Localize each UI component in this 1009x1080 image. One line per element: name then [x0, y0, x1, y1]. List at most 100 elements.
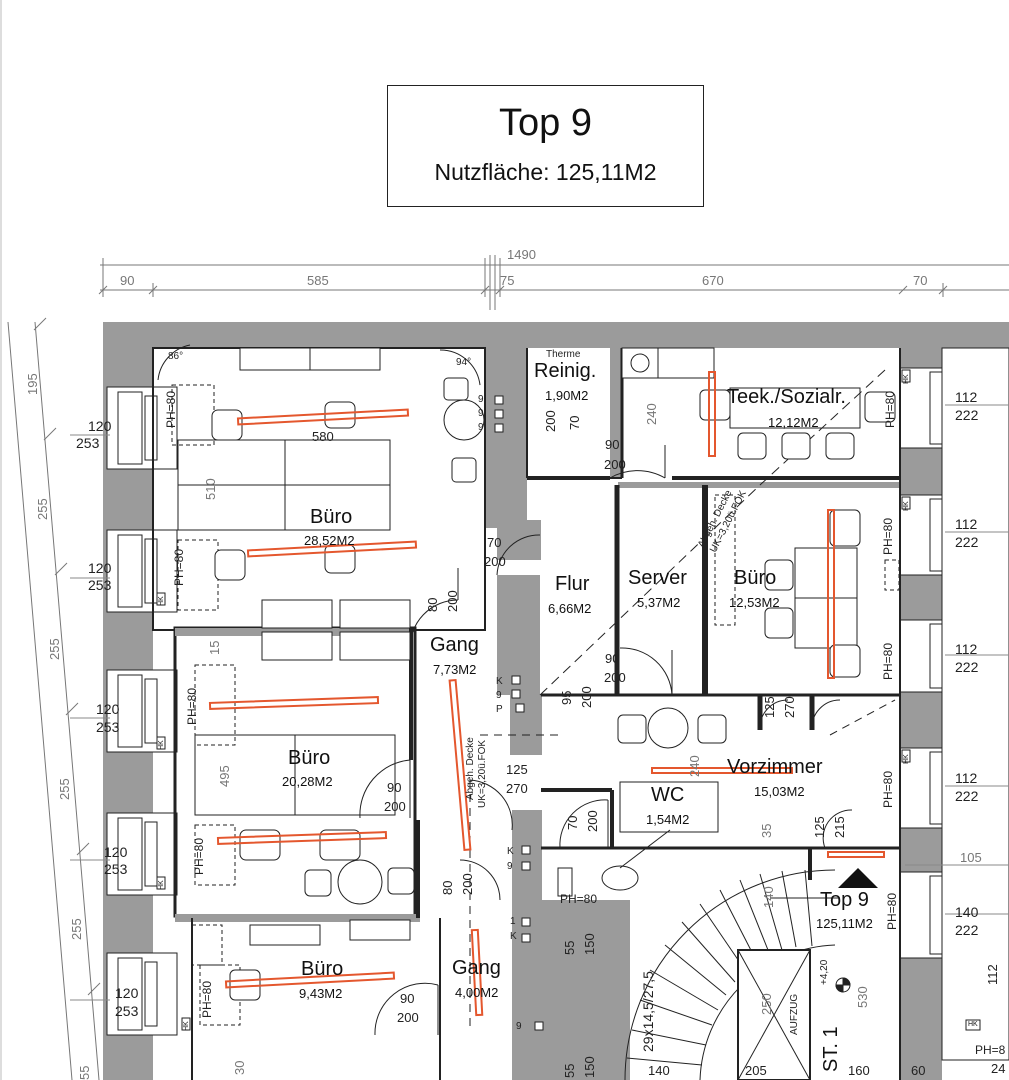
room-flur-name: Flur — [555, 573, 590, 595]
door-dim-1b: 200 — [604, 457, 626, 472]
interior-walls — [152, 347, 901, 1080]
ph-label-wc: PH=80 — [560, 892, 598, 906]
dim-top-1: 90 — [120, 273, 135, 288]
shaft-5: 9 — [516, 1021, 522, 1032]
height-label: +4,20 — [819, 959, 830, 985]
dim-left-1: 195 — [25, 373, 40, 395]
door-dim-9a: 90 — [400, 991, 415, 1006]
door-dim-6b: 200 — [604, 670, 626, 685]
door-dim-9b: 200 — [397, 1010, 419, 1025]
plan-usable-area: Nutzfläche: 125,11M2 — [434, 159, 657, 185]
win-left-5-h: 253 — [115, 1003, 139, 1019]
win-left-3-w: 120 — [96, 701, 120, 717]
left-dimension-line — [7, 317, 101, 1080]
room-buero-3-area: 20,28M2 — [282, 774, 333, 789]
furniture — [156, 347, 981, 1031]
hk-label-3: HK — [158, 880, 165, 890]
dim-bottom-5: 60 — [911, 1063, 926, 1078]
door-dim-5b: 270 — [506, 781, 528, 796]
door-dim-reinig-b: 200 — [543, 410, 558, 432]
ph-label-8: PH=80 — [881, 642, 895, 680]
top-dimension-lines — [98, 255, 1009, 310]
win-right-1-h: 222 — [955, 407, 979, 423]
dim-misc-580: 580 — [312, 429, 334, 444]
door-dim-12b: 215 — [832, 816, 847, 838]
door-dim-14b: 200 — [579, 686, 594, 708]
hk-label-6: HK — [903, 501, 910, 511]
ceiling-note-4: UK=3,20ü.FOK — [477, 739, 488, 808]
room-reinig-name: Reinig. — [534, 360, 597, 382]
shaft-2-c: P — [496, 704, 503, 715]
lift-dim-250: 250 — [759, 993, 774, 1015]
dim-bottom-4: 160 — [848, 1063, 870, 1078]
dim-140: 140 — [761, 886, 776, 908]
dim-top-total: 1490 — [507, 247, 536, 262]
aufzug-label: AUFZUG — [789, 993, 800, 1035]
door-dim-8b: 200 — [460, 873, 475, 895]
room-buero-1-area: 28,52M2 — [304, 533, 355, 548]
therme-label: Therme — [546, 349, 581, 360]
title-box: Top 9 Nutzfläche: 125,11M2 — [387, 85, 704, 207]
door-dim-10a: 55 — [562, 940, 577, 955]
door-dim-11b: 150 — [582, 1056, 597, 1078]
dim-top-5: 70 — [913, 273, 928, 288]
room-buero-4-name: Büro — [301, 958, 344, 980]
room-buero-2-area: 12,53M2 — [729, 595, 780, 610]
hk-label-7: HK — [903, 754, 910, 764]
stair-label: ST. 1 — [820, 1026, 842, 1072]
stair-dim: 29x14,5/27,5 — [640, 971, 656, 1052]
dim-top-2: 585 — [307, 273, 329, 288]
door-dim-8a: 80 — [440, 880, 455, 895]
door-dim-5a: 125 — [506, 762, 528, 777]
shaft-3-a: K — [507, 846, 514, 857]
dim-bottom-1: 30 — [232, 1060, 247, 1075]
door-dim-14a: 95 — [559, 690, 574, 705]
shaft-1-b: 9 — [478, 408, 484, 419]
win-left-3-h: 253 — [96, 719, 120, 735]
win-right-2-h: 222 — [955, 534, 979, 550]
shaft-1-a: 9 — [478, 394, 484, 405]
right-windows — [899, 347, 1009, 1061]
win-right-4-w: 112 — [955, 770, 978, 786]
win-left-1-w: 120 — [88, 418, 112, 434]
win-right-3-w: 112 — [955, 641, 978, 657]
room-buero-3-name: Büro — [288, 747, 331, 769]
door-dim-13b: 270 — [782, 696, 797, 718]
door-dim-4a: 90 — [387, 780, 402, 795]
dim-left-5: 255 — [69, 918, 84, 940]
win-right-4-h: 222 — [955, 788, 979, 804]
room-teek-name: Teek./Sozialr. — [727, 386, 846, 408]
door-dim-reinig-a: 70 — [567, 415, 582, 430]
dim-left-6: 55 — [77, 1065, 92, 1080]
win-left-5-w: 120 — [115, 985, 139, 1001]
room-gang-1-name: Gang — [430, 634, 479, 656]
shaft-4-b: K — [510, 931, 517, 942]
room-buero-4-area: 9,43M2 — [299, 986, 343, 1001]
hk-label-8: HK — [968, 1021, 978, 1028]
ph-label-10: PH=80 — [885, 892, 899, 930]
door-swings — [157, 344, 853, 1036]
win-left-2-h: 253 — [88, 577, 112, 593]
door-dim-3a: 80 — [425, 597, 440, 612]
win-right-1-w: 112 — [955, 389, 978, 405]
ceiling-note-3: Abgeh. Decke — [465, 737, 476, 800]
shaft-1-c: 9 — [478, 422, 484, 433]
ph-label-edge: PH=8 — [975, 1043, 1006, 1057]
room-gang-1-area: 7,73M2 — [433, 662, 477, 677]
door-dim-13a: 125 — [762, 696, 777, 718]
ph-label-5: PH=80 — [200, 980, 214, 1018]
door-dim-3b: 200 — [445, 590, 460, 612]
win-right-5-w: 140 — [955, 904, 979, 920]
spiral-stair — [624, 869, 851, 1080]
win-left-2-w: 120 — [88, 560, 112, 576]
win-right-3-h: 222 — [955, 659, 979, 675]
room-reinig-area: 1,90M2 — [545, 388, 589, 403]
entry-arrow — [838, 868, 878, 888]
ph-label-9: PH=80 — [881, 770, 895, 808]
door-dim-6a: 90 — [605, 651, 620, 666]
dim-vorz-240: 240 — [687, 755, 702, 777]
dim-510: 510 — [203, 478, 218, 500]
door-dim-7b: 200 — [585, 810, 600, 832]
room-wc-area: 1,54M2 — [646, 812, 690, 827]
room-server-area: 5,37M2 — [637, 595, 681, 610]
